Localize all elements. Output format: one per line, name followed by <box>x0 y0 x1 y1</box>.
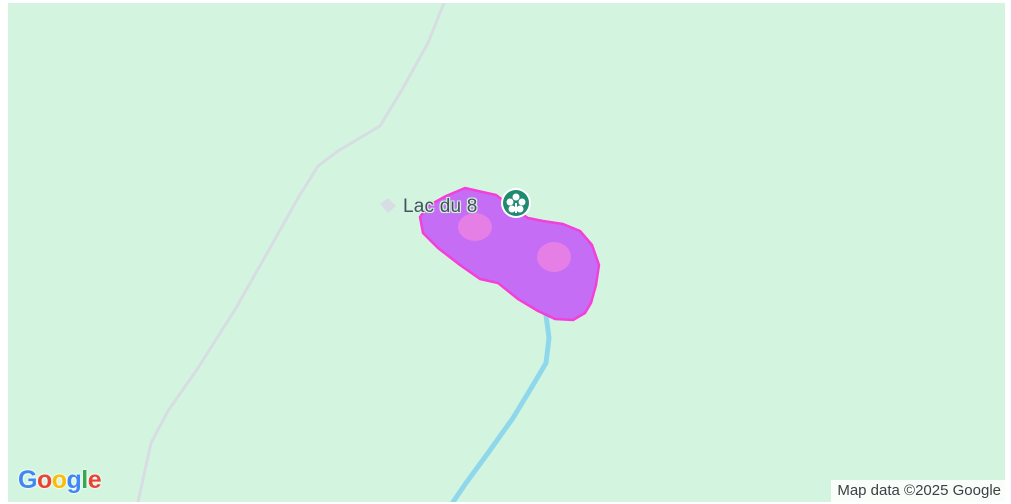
logo-letter: e <box>87 466 102 494</box>
map-canvas[interactable]: Lac du 8 Google Map data ©2025 Google <box>8 3 1005 502</box>
map-attribution[interactable]: Map data ©2025 Google <box>831 480 1005 502</box>
logo-letter: l <box>81 466 88 494</box>
lake-highlight <box>458 213 492 241</box>
park-icon[interactable] <box>499 186 533 220</box>
logo-letter: G <box>18 466 37 494</box>
place-label[interactable]: Lac du 8 <box>403 196 478 217</box>
lake-highlight <box>537 242 571 272</box>
logo-letter: o <box>51 466 67 494</box>
logo-letter: o <box>36 466 52 494</box>
google-logo: Google <box>18 465 102 495</box>
point-marker <box>380 198 396 213</box>
logo-letter: g <box>66 466 82 494</box>
map-layer[interactable] <box>8 3 1005 502</box>
trail-road <box>136 3 446 502</box>
stream <box>450 312 552 502</box>
